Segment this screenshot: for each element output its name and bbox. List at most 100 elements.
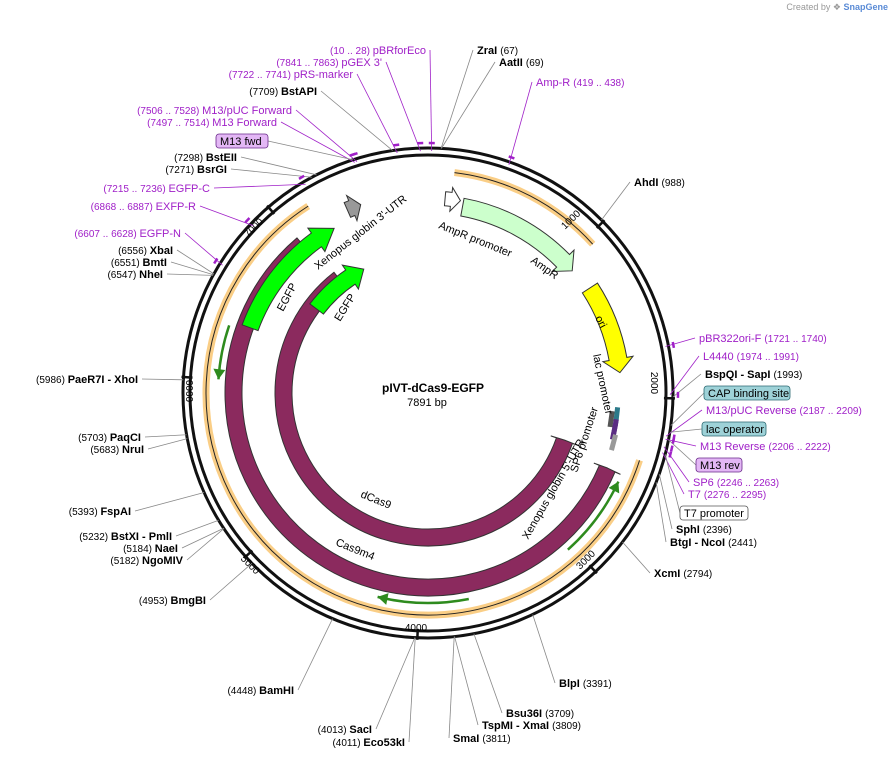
leader-l4440 bbox=[669, 355, 700, 396]
feature-label-pbr322ori-f: pBR322ori-F (1721 .. 1740) bbox=[699, 333, 827, 345]
enzyme-label-bsu36i: Bsu36I (3709) bbox=[506, 708, 574, 720]
enzyme-label-bspqi-sapi: BspQI - SapI (1993) bbox=[705, 369, 802, 381]
tick-7000 bbox=[266, 204, 276, 215]
tick-3000 bbox=[588, 564, 598, 575]
enzyme-label-bstapi: (7709) BstAPI bbox=[249, 86, 317, 98]
leader-fspai bbox=[134, 492, 205, 512]
leader-btgi-ncoi bbox=[655, 482, 667, 543]
enzyme-label-bsrgi: (7271) BsrGI bbox=[165, 164, 227, 176]
leader-bamhi bbox=[297, 618, 333, 691]
tick-5000 bbox=[243, 549, 254, 559]
feature-label-amp-r: Amp-R (419 .. 438) bbox=[536, 77, 624, 89]
snapgene-credit: Created by ❖ SnapGene bbox=[786, 2, 888, 13]
leader-bstxi-pmli bbox=[175, 519, 219, 537]
enzyme-label-paqci: (5703) PaqCI bbox=[78, 432, 141, 444]
leader-box-t7-promoter bbox=[664, 454, 681, 514]
leader-tspmi-xmai bbox=[454, 636, 479, 726]
box-m13-rev bbox=[695, 457, 743, 473]
backbone-outer-ring bbox=[181, 146, 675, 640]
feature-label-prs-marker: (7722 .. 7741) pRS-marker bbox=[229, 69, 354, 81]
snapgene-logo-icon: ❖ bbox=[832, 2, 841, 12]
leader-xbai bbox=[176, 249, 215, 275]
thin-arrow-head-0 bbox=[608, 481, 620, 494]
box-cap-binding-site bbox=[703, 385, 791, 401]
enzyme-label-paer7i-xhoi: (5986) PaeR7I - XhoI bbox=[36, 374, 138, 386]
leader-box-cap-binding-site bbox=[670, 392, 705, 426]
leader-bsteii bbox=[240, 156, 317, 176]
feature-label-m13-puc-reverse: M13/pUC Reverse (2187 .. 2209) bbox=[706, 405, 862, 417]
egfp-inner-arrow bbox=[309, 264, 365, 315]
enzyme-label-sphi: SphI (2396) bbox=[676, 524, 732, 536]
enzyme-label-ngomiv: (5182) NgoMIV bbox=[110, 555, 183, 567]
leader-bsrgi bbox=[230, 168, 312, 178]
leader-xcmi bbox=[622, 541, 651, 574]
feature-label-l4440: L4440 (1974 .. 1991) bbox=[703, 351, 799, 363]
enzyme-label-btgi-ncoi: BtgI - NcoI (2441) bbox=[670, 537, 757, 549]
leader-box-m13-rev bbox=[668, 439, 697, 466]
leader-smai bbox=[448, 636, 455, 739]
leader-sphi bbox=[658, 473, 673, 530]
leader-box-m13-fwd bbox=[267, 140, 354, 161]
tick-label-2000: 2000 bbox=[648, 372, 659, 395]
leader-bsu36i bbox=[473, 633, 503, 714]
enzyme-label-bamhi: (4448) BamHI bbox=[227, 685, 294, 697]
credit-prefix: Created by bbox=[786, 2, 831, 12]
leader-amp-r bbox=[508, 81, 533, 166]
dcas9-arrow bbox=[274, 271, 579, 547]
orange-band-layer bbox=[202, 169, 643, 619]
primer-mark-prs-marker bbox=[393, 143, 400, 147]
leader-eco53ki bbox=[408, 637, 416, 743]
primer-mark-egfp-c bbox=[298, 174, 305, 180]
primer-mark-amp-r bbox=[508, 155, 515, 160]
enzyme-label-bmti: (6551) BmtI bbox=[111, 257, 167, 269]
leader-saci bbox=[375, 637, 416, 730]
label-dcas9: dCas9 bbox=[359, 489, 393, 512]
feature-label-t7: T7 (2276 .. 2295) bbox=[688, 489, 766, 501]
feature-label-exfp-r: (6868 .. 6887) EXFP-R bbox=[91, 201, 196, 213]
label-ori: ori bbox=[592, 314, 608, 330]
leader-pbrforeco bbox=[429, 49, 433, 152]
backbone-inner-ring bbox=[188, 153, 668, 633]
leader-nhei bbox=[166, 273, 214, 276]
thin-arrow-head-2 bbox=[213, 368, 226, 380]
plasmid-name: pIVT-dCas9-EGFP bbox=[382, 381, 484, 395]
feature-arrow-layer bbox=[224, 186, 635, 597]
leader-m13-forward bbox=[280, 121, 355, 163]
enzyme-label-bsteii: (7298) BstEII bbox=[174, 152, 237, 164]
leader-bmti bbox=[170, 261, 214, 276]
tick-1000 bbox=[595, 219, 606, 229]
enzyme-label-smai: SmaI (3811) bbox=[453, 733, 511, 745]
label-layer: ZraI (67)AatII (69)AhdI (988)BspQI - Sap… bbox=[36, 45, 862, 749]
primer-mark-layer bbox=[213, 141, 680, 458]
box-m13-fwd bbox=[215, 133, 269, 149]
thin-arrow-head-1 bbox=[377, 593, 389, 605]
leader-bstapi bbox=[320, 90, 393, 151]
enzyme-label-zrai: ZraI (67) bbox=[477, 45, 518, 57]
feature-label-egfp-n: (6607 .. 6628) EGFP-N bbox=[74, 228, 181, 240]
box-lac-operator bbox=[701, 421, 767, 437]
leader-pgex-3 bbox=[385, 61, 421, 152]
enzyme-label-nhei: (6547) NheI bbox=[107, 269, 163, 281]
ori-arrow bbox=[581, 282, 635, 374]
leader-paqci bbox=[144, 434, 187, 438]
primer-mark-t7 bbox=[668, 451, 673, 458]
leader-egfp-c bbox=[213, 183, 306, 189]
enzyme-label-nrui: (5683) NruI bbox=[90, 444, 144, 456]
feature-label-egfp-c: (7215 .. 7236) EGFP-C bbox=[103, 183, 210, 195]
xenopus-3-arrow bbox=[343, 194, 362, 223]
thin-arrow-layer bbox=[213, 324, 620, 605]
leader-ahdi bbox=[601, 181, 631, 221]
primer-mark-pbr322ori-f bbox=[671, 341, 676, 349]
enzyme-label-bstxi-pmli: (5232) BstXI - PmlI bbox=[79, 531, 172, 543]
enzyme-label-ahdi: AhdI (988) bbox=[634, 177, 685, 189]
enzyme-label-saci: (4013) SacI bbox=[318, 724, 372, 736]
primer-mark-exfp-r bbox=[244, 217, 251, 224]
tick-label-3000: 3000 bbox=[574, 548, 598, 572]
orange-band-core-0 bbox=[454, 172, 594, 245]
primer-mark-egfp-n bbox=[213, 257, 219, 265]
element-block-3 bbox=[609, 423, 619, 440]
ampr-arrow bbox=[460, 197, 575, 273]
leader-line-layer bbox=[134, 49, 705, 743]
